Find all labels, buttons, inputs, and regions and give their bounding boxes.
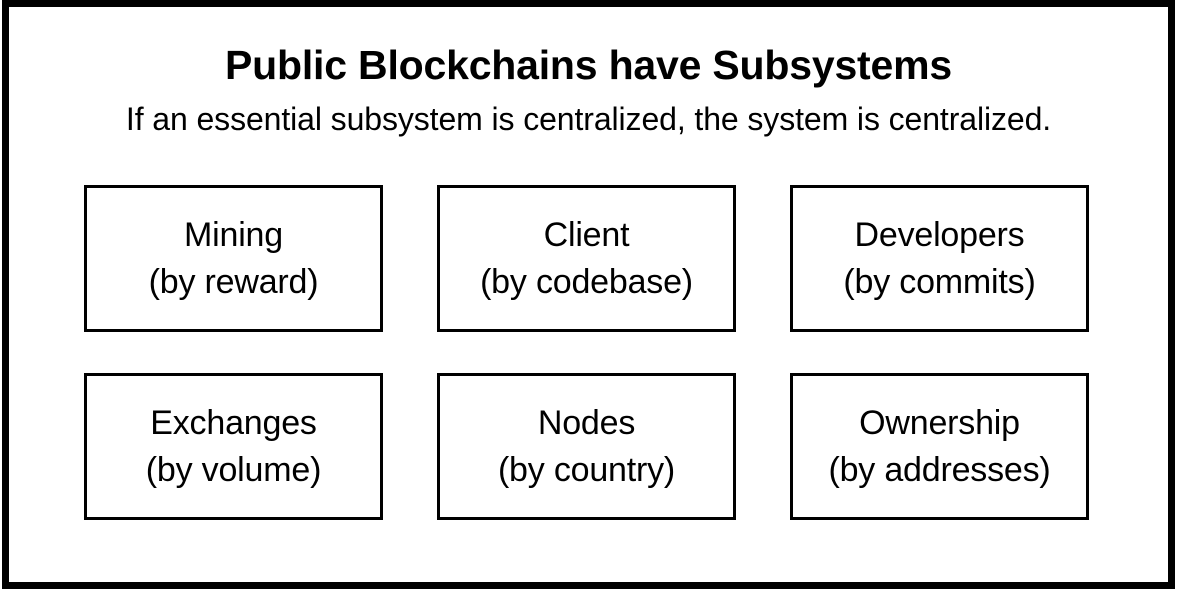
subsystem-box-nodes: Nodes (by country) <box>437 373 736 520</box>
subsystem-name: Ownership <box>859 403 1020 442</box>
subsystem-box-exchanges: Exchanges (by volume) <box>84 373 383 520</box>
subsystem-name: Exchanges <box>150 403 317 442</box>
subsystem-name: Client <box>543 215 630 254</box>
subsystem-metric: (by addresses) <box>828 450 1051 489</box>
subsystem-metric: (by country) <box>497 450 676 489</box>
subsystem-name: Nodes <box>537 403 636 442</box>
subsystem-name: Developers <box>854 215 1025 254</box>
page-subtitle: If an essential subsystem is centralized… <box>125 101 1052 137</box>
subsystem-metric: (by commits) <box>843 262 1036 301</box>
subsystem-metric: (by codebase) <box>480 262 693 301</box>
subsystem-box-client: Client (by codebase) <box>437 185 736 332</box>
subsystem-box-ownership: Ownership (by addresses) <box>790 373 1089 520</box>
subsystem-metric: (by reward) <box>148 262 319 301</box>
page-title: Public Blockchains have Subsystems <box>225 42 952 88</box>
subsystem-box-mining: Mining (by reward) <box>84 185 383 332</box>
subsystem-box-developers: Developers (by commits) <box>790 185 1089 332</box>
subsystem-name: Mining <box>184 215 283 254</box>
subsystem-metric: (by volume) <box>145 450 322 489</box>
subsystem-grid: Mining (by reward) Client (by codebase) … <box>84 185 1092 522</box>
